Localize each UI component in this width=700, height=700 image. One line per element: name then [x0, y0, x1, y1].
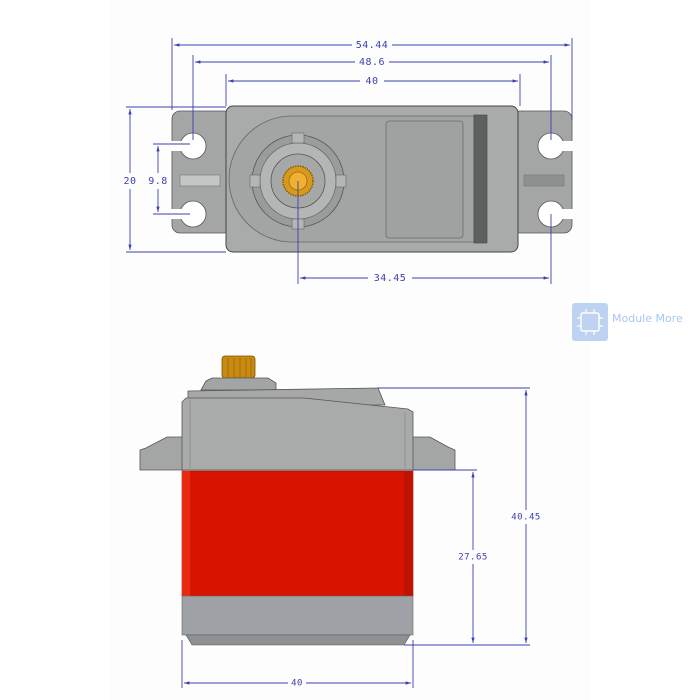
right-flange-side [411, 436, 456, 471]
dim-shaft-to-hole: 34.45 [374, 273, 407, 284]
dim-body-width: 40 [365, 76, 378, 87]
bottom-cover [181, 595, 414, 636]
watermark-logo [572, 303, 608, 341]
dim-hole-spacing-width: 48.6 [359, 57, 385, 68]
dim-overall-height: 40.45 [511, 513, 541, 523]
side-view-dimensions: 40.45 27.65 40 [181, 387, 541, 690]
side-strip [473, 114, 488, 244]
upper-housing [181, 397, 414, 471]
spline-gear-side [221, 355, 256, 379]
left-flange-side [139, 436, 185, 471]
dim-side-body-width: 40 [291, 679, 303, 689]
top-view: 54.44 48.6 40 20 9.8 [122, 38, 573, 285]
watermark-text: Module More [612, 312, 683, 325]
shaft-collar [200, 377, 277, 391]
chip-icon [580, 312, 600, 332]
dim-flange-to-bottom: 27.65 [458, 553, 488, 563]
base-feet [185, 634, 411, 646]
dim-height: 20 [123, 176, 136, 187]
side-view: 40.45 27.65 40 [139, 355, 541, 690]
label-panel [385, 120, 464, 239]
right-mounting-flange [511, 110, 573, 234]
top-view-dimensions: 54.44 48.6 40 20 9.8 [122, 38, 573, 285]
dim-hole-spacing-height: 9.8 [148, 176, 168, 187]
red-case-band [181, 470, 414, 597]
dim-overall-width: 54.44 [356, 40, 389, 51]
left-mounting-flange [171, 110, 233, 234]
